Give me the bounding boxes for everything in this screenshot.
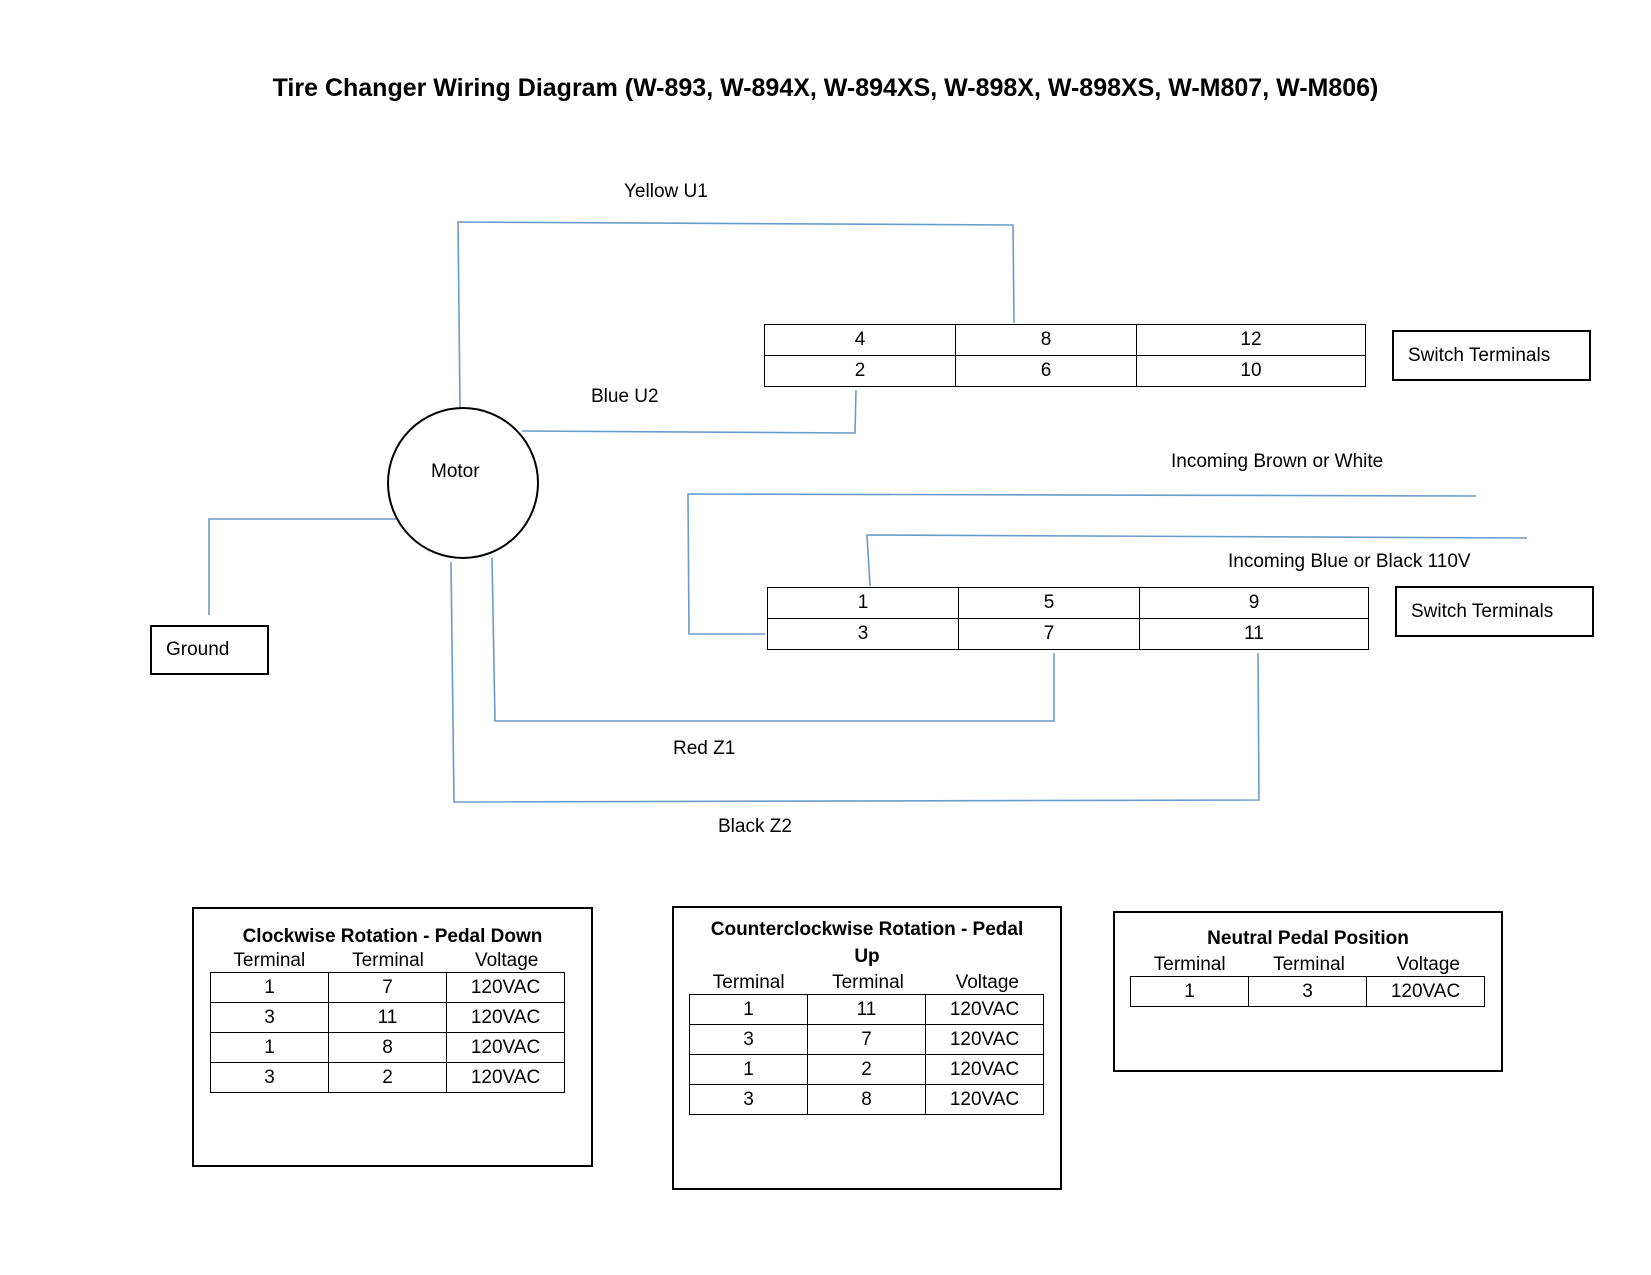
- table-cell: 7: [328, 972, 447, 1003]
- upper-switch-label-box: Switch Terminals: [1392, 330, 1591, 381]
- red-z1-label: Red Z1: [673, 738, 736, 759]
- table-cell: 2: [328, 1062, 447, 1093]
- terminal-cell: 8: [955, 324, 1137, 356]
- table-cell: 7: [807, 1024, 926, 1055]
- table-cell: 1: [210, 1032, 329, 1063]
- incoming-brown-wire: [687, 493, 1477, 635]
- table-cell: 2: [807, 1054, 926, 1085]
- neutral-table-box: Neutral Pedal Position Terminal Terminal…: [1113, 911, 1503, 1072]
- blue-u2-wire: [521, 389, 857, 434]
- table-cell: 8: [807, 1084, 926, 1115]
- column-header: Terminal: [352, 950, 424, 971]
- terminal-cell: 12: [1136, 324, 1366, 356]
- upper-switch-label: Switch Terminals: [1408, 344, 1551, 366]
- table-cell: 11: [328, 1002, 447, 1033]
- counterclockwise-table-box: Counterclockwise Rotation - Pedal Up Ter…: [672, 906, 1062, 1190]
- table-cell: 120VAC: [925, 1024, 1044, 1055]
- clockwise-table-box: Clockwise Rotation - Pedal Down Terminal…: [192, 907, 593, 1167]
- column-header: Terminal: [832, 972, 904, 993]
- table-row: 1 5 9: [767, 587, 1369, 619]
- ground-label: Ground: [166, 639, 230, 660]
- table-cell: 3: [1248, 976, 1367, 1007]
- yellow-u1-label: Yellow U1: [624, 181, 708, 202]
- black-z2-label: Black Z2: [718, 816, 792, 837]
- ground-box: Ground: [150, 625, 269, 675]
- table-cell: 3: [689, 1084, 808, 1115]
- incoming-blue-wire: [866, 534, 1528, 587]
- terminal-cell: 10: [1136, 355, 1366, 387]
- column-header: Voltage: [955, 972, 1020, 993]
- page-title: Tire Changer Wiring Diagram (W-893, W-89…: [272, 74, 1379, 102]
- table-row: 2 6 10: [764, 355, 1366, 387]
- table-cell: 120VAC: [446, 1032, 565, 1063]
- counterclockwise-table-title: Counterclockwise Rotation - Pedal Up: [710, 919, 1024, 967]
- table-cell: 120VAC: [446, 1002, 565, 1033]
- lower-switch-label: Switch Terminals: [1411, 600, 1554, 622]
- column-header: Terminal: [233, 950, 306, 971]
- lower-switch-label-box: Switch Terminals: [1395, 586, 1594, 637]
- upper-switch-terminals: 4 8 12 2 6 10: [764, 324, 1366, 387]
- terminal-cell: 2: [764, 355, 956, 387]
- terminal-cell: 7: [958, 618, 1140, 650]
- terminal-cell: 4: [764, 324, 956, 356]
- terminal-cell: 6: [955, 355, 1137, 387]
- column-header: Terminal: [1153, 954, 1226, 975]
- terminal-cell: 1: [767, 587, 959, 619]
- table-cell: 1: [1130, 976, 1249, 1007]
- table-cell: 120VAC: [925, 1084, 1044, 1115]
- column-header: Terminal: [712, 972, 785, 993]
- table-cell: 3: [210, 1062, 329, 1093]
- ground-wire: [208, 518, 396, 615]
- table-row: 4 8 12: [764, 324, 1366, 356]
- table-cell: 1: [689, 994, 808, 1025]
- column-header: Terminal: [1273, 954, 1345, 975]
- red-z1-wire: [491, 557, 1055, 722]
- motor-label: Motor: [431, 461, 480, 482]
- motor-symbol: Motor: [387, 407, 539, 559]
- incoming-blue-label: Incoming Blue or Black 110V: [1228, 551, 1471, 572]
- terminal-cell: 5: [958, 587, 1140, 619]
- table-cell: 120VAC: [925, 994, 1044, 1025]
- neutral-table-title: Neutral Pedal Position: [1207, 928, 1409, 949]
- table-cell: 11: [807, 994, 926, 1025]
- table-cell: 8: [328, 1032, 447, 1063]
- table-cell: 120VAC: [446, 972, 565, 1003]
- clockwise-table-title: Clockwise Rotation - Pedal Down: [242, 926, 543, 947]
- column-header: Voltage: [1396, 954, 1461, 975]
- table-cell: 120VAC: [1366, 976, 1485, 1007]
- table-row: 3 7 11: [767, 618, 1369, 650]
- terminal-cell: 9: [1139, 587, 1369, 619]
- yellow-u1-wire: [457, 221, 1015, 409]
- table-cell: 120VAC: [446, 1062, 565, 1093]
- incoming-brown-label: Incoming Brown or White: [1171, 451, 1384, 472]
- table-cell: 1: [689, 1054, 808, 1085]
- blue-u2-label: Blue U2: [591, 386, 659, 407]
- table-cell: 1: [210, 972, 329, 1003]
- terminal-cell: 11: [1139, 618, 1369, 650]
- terminal-cell: 3: [767, 618, 959, 650]
- black-z2-wire: [450, 561, 1260, 803]
- table-cell: 3: [210, 1002, 329, 1033]
- table-cell: 3: [689, 1024, 808, 1055]
- column-header: Voltage: [474, 950, 539, 971]
- lower-switch-terminals: 1 5 9 3 7 11: [767, 587, 1369, 650]
- table-cell: 120VAC: [925, 1054, 1044, 1085]
